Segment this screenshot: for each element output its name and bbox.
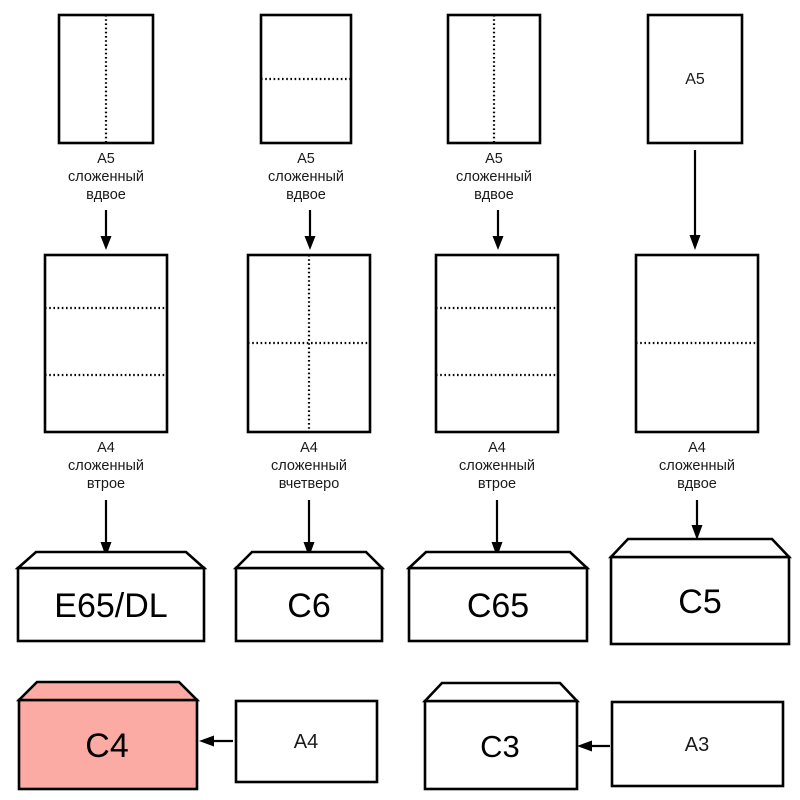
envelope-label: C4 bbox=[85, 727, 128, 765]
paper-rect-a5-col4 bbox=[646, 13, 744, 145]
caption-line-1: A5 bbox=[485, 151, 503, 167]
source-label: A4 bbox=[294, 731, 318, 753]
source-box-a3: A3 bbox=[610, 700, 785, 788]
caption-line-3: вдвое bbox=[677, 476, 717, 492]
envelope-body bbox=[407, 566, 589, 643]
paper-rect-a5-col2 bbox=[259, 13, 353, 145]
col-2-top-sheet bbox=[259, 13, 353, 145]
col-1-top-sheet bbox=[57, 13, 155, 145]
arrow-a3-to-c3 bbox=[577, 740, 610, 752]
caption-line-3: втрое bbox=[478, 476, 516, 492]
caption-line-2: сложенный bbox=[659, 458, 735, 474]
paper-rect-a3 bbox=[610, 700, 785, 788]
arrow-col4-top-to-mid bbox=[689, 150, 701, 250]
envelope-body bbox=[17, 698, 199, 791]
envelope-c5: C5 bbox=[607, 537, 793, 646]
caption-line-1: A4 bbox=[488, 440, 506, 456]
envelope-c3: C3 bbox=[421, 681, 581, 791]
caption-line-3: вдвое bbox=[474, 187, 514, 203]
envelope-flap bbox=[607, 537, 793, 559]
caption-line-2: сложенный bbox=[459, 458, 535, 474]
caption-line-3: вдвое bbox=[86, 187, 126, 203]
envelope-label: C65 bbox=[467, 587, 529, 625]
caption-line-3: вдвое bbox=[286, 187, 326, 203]
caption-line-1: A5 bbox=[297, 151, 315, 167]
envelope-label: C6 bbox=[287, 587, 330, 625]
caption-line-2: сложенный bbox=[456, 169, 532, 185]
envelope-c6: C6 bbox=[232, 550, 386, 643]
caption-line-2: сложенный bbox=[68, 458, 144, 474]
col-1-mid-sheet bbox=[43, 253, 169, 434]
arrow-col3-mid-to-env bbox=[491, 500, 503, 557]
col-3-mid-sheet bbox=[434, 253, 560, 434]
col-4-mid-sheet bbox=[634, 253, 760, 434]
envelope-c4: C4 bbox=[15, 680, 201, 791]
paper-rect-a4 bbox=[234, 699, 379, 784]
caption-line-3: втрое bbox=[87, 476, 125, 492]
col-2-mid-sheet bbox=[246, 253, 372, 434]
col-3-top-sheet bbox=[446, 13, 542, 145]
arrow-col2-mid-to-env bbox=[303, 500, 315, 557]
envelope-label: E65/DL bbox=[54, 587, 167, 625]
arrow-col2-top-to-mid bbox=[304, 210, 316, 250]
arrow-col1-mid-to-env bbox=[100, 500, 112, 557]
caption-line-1: A5 bbox=[97, 151, 115, 167]
paper-rect-a4-col3 bbox=[434, 253, 560, 434]
caption-line-2: сложенный bbox=[68, 169, 144, 185]
envelope-c65: C65 bbox=[405, 550, 591, 643]
caption-line-2: сложенный bbox=[268, 169, 344, 185]
paper-rect-a4-col1 bbox=[43, 253, 169, 434]
arrow-a4-to-c4 bbox=[199, 735, 233, 747]
caption-line-2: сложенный bbox=[271, 458, 347, 474]
arrow-col4-mid-to-env bbox=[691, 500, 703, 540]
envelope-flap bbox=[15, 680, 201, 702]
envelope-label: C3 bbox=[480, 729, 520, 764]
source-box-a4: A4 bbox=[234, 699, 379, 784]
envelope-body bbox=[16, 566, 206, 643]
caption-line-3: вчетверо bbox=[279, 476, 340, 492]
col-4-top-sheet bbox=[646, 13, 744, 145]
envelope-flap bbox=[14, 550, 208, 570]
source-label: A3 bbox=[685, 734, 709, 756]
envelope-body bbox=[609, 555, 791, 646]
envelope-flap bbox=[405, 550, 591, 570]
caption-line-1: A4 bbox=[300, 440, 318, 456]
envelope-body bbox=[423, 699, 579, 791]
envelope-flap bbox=[421, 681, 581, 703]
envelope-label: C5 bbox=[678, 583, 721, 621]
inner-label-a5: A5 bbox=[685, 71, 705, 88]
envelope-e65dl: E65/DL bbox=[14, 550, 208, 643]
envelope-flap bbox=[232, 550, 386, 570]
arrow-col3-top-to-mid bbox=[492, 210, 504, 250]
caption-line-1: A4 bbox=[688, 440, 706, 456]
arrow-col1-top-to-mid bbox=[100, 210, 112, 250]
caption-line-1: A4 bbox=[97, 440, 115, 456]
